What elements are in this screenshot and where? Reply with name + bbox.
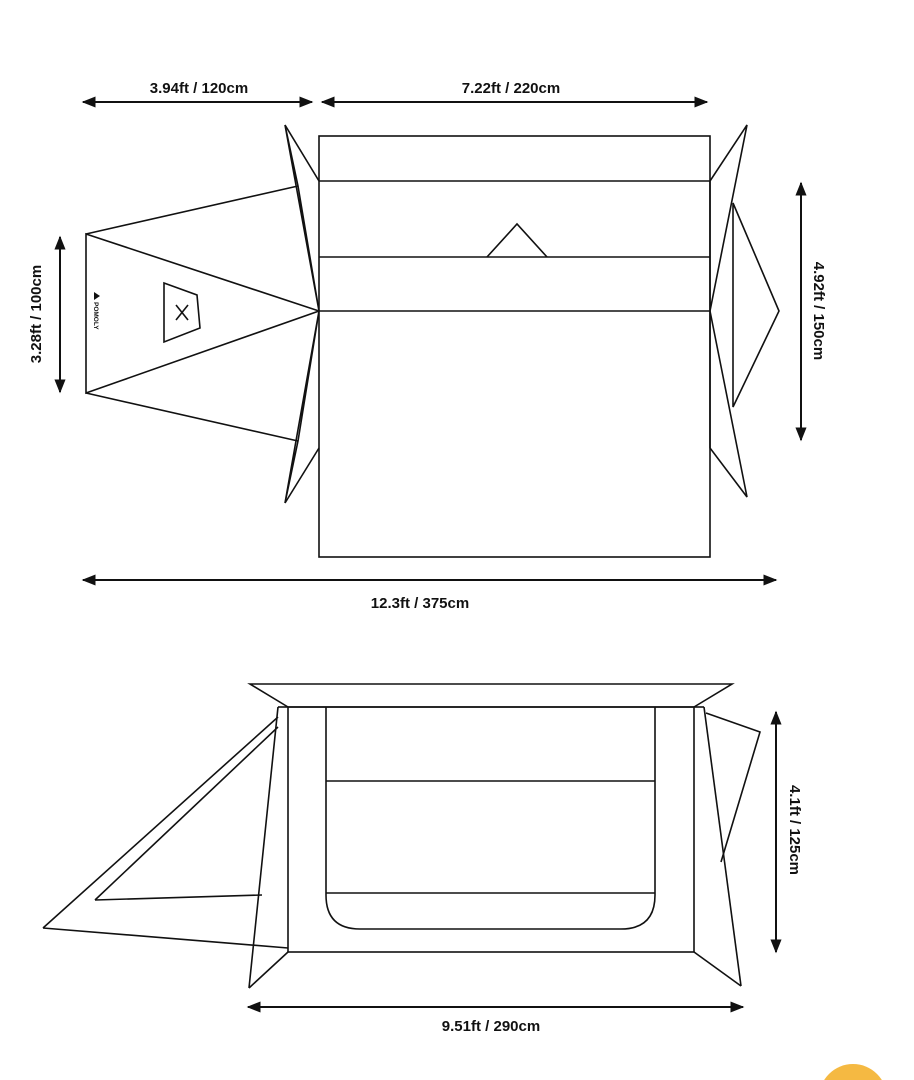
brand-logo: POMOLY bbox=[92, 292, 100, 330]
window-side bbox=[325, 707, 656, 930]
dim-label-tent-depth: 4.92ft / 150cm bbox=[810, 262, 827, 360]
awning-side-lower bbox=[42, 927, 289, 949]
left-fin-lower-edge bbox=[284, 447, 320, 504]
dim-label-total-length: 12.3ft / 375cm bbox=[371, 595, 469, 612]
left-fin-lower bbox=[284, 310, 320, 504]
right-fin-lower bbox=[709, 310, 748, 498]
dim-label-side-height: 4.1ft / 125cm bbox=[786, 785, 803, 875]
vent-peak bbox=[486, 222, 548, 258]
awning-side-inner bbox=[94, 726, 279, 901]
awning-edge-upper bbox=[85, 185, 299, 235]
dim-label-awning-width: 3.94ft / 120cm bbox=[150, 80, 248, 97]
awning-side-inner-2 bbox=[94, 894, 263, 901]
dim-label-awning-depth: 3.28ft / 100cm bbox=[28, 265, 45, 363]
dim-label-side-length: 9.51ft / 290cm bbox=[442, 1018, 540, 1035]
window-x-2 bbox=[175, 304, 189, 321]
brand-logo-icon bbox=[94, 292, 100, 300]
awning-side-upper bbox=[42, 716, 279, 929]
dim-label-tent-width: 7.22ft / 220cm bbox=[462, 80, 560, 97]
brand-logo-text: POMOLY bbox=[92, 302, 99, 330]
right-door-flap bbox=[732, 202, 780, 408]
tent-body-top bbox=[318, 135, 711, 558]
left-wall-edge-2 bbox=[248, 951, 289, 989]
right-pole-side bbox=[703, 706, 742, 987]
window-frame bbox=[163, 281, 201, 344]
tent-body-side bbox=[287, 706, 695, 953]
side-view: 4.1ft / 125cm 9.51ft / 290cm bbox=[42, 683, 803, 1035]
roof-lid bbox=[247, 683, 735, 708]
right-door-side bbox=[705, 712, 761, 863]
top-view: POMOLY 3.94ft / 120cm 7.22ft / 220cm 3.2… bbox=[28, 80, 827, 612]
right-pole-edge bbox=[693, 951, 742, 987]
left-fin-upper-edge bbox=[284, 124, 320, 182]
awning-edge-lower bbox=[85, 392, 299, 442]
left-fin-upper bbox=[284, 124, 320, 312]
corner-badge bbox=[824, 1064, 882, 1080]
awning-top bbox=[85, 232, 322, 395]
left-pole-side bbox=[248, 706, 279, 989]
right-fin-upper bbox=[709, 124, 748, 312]
